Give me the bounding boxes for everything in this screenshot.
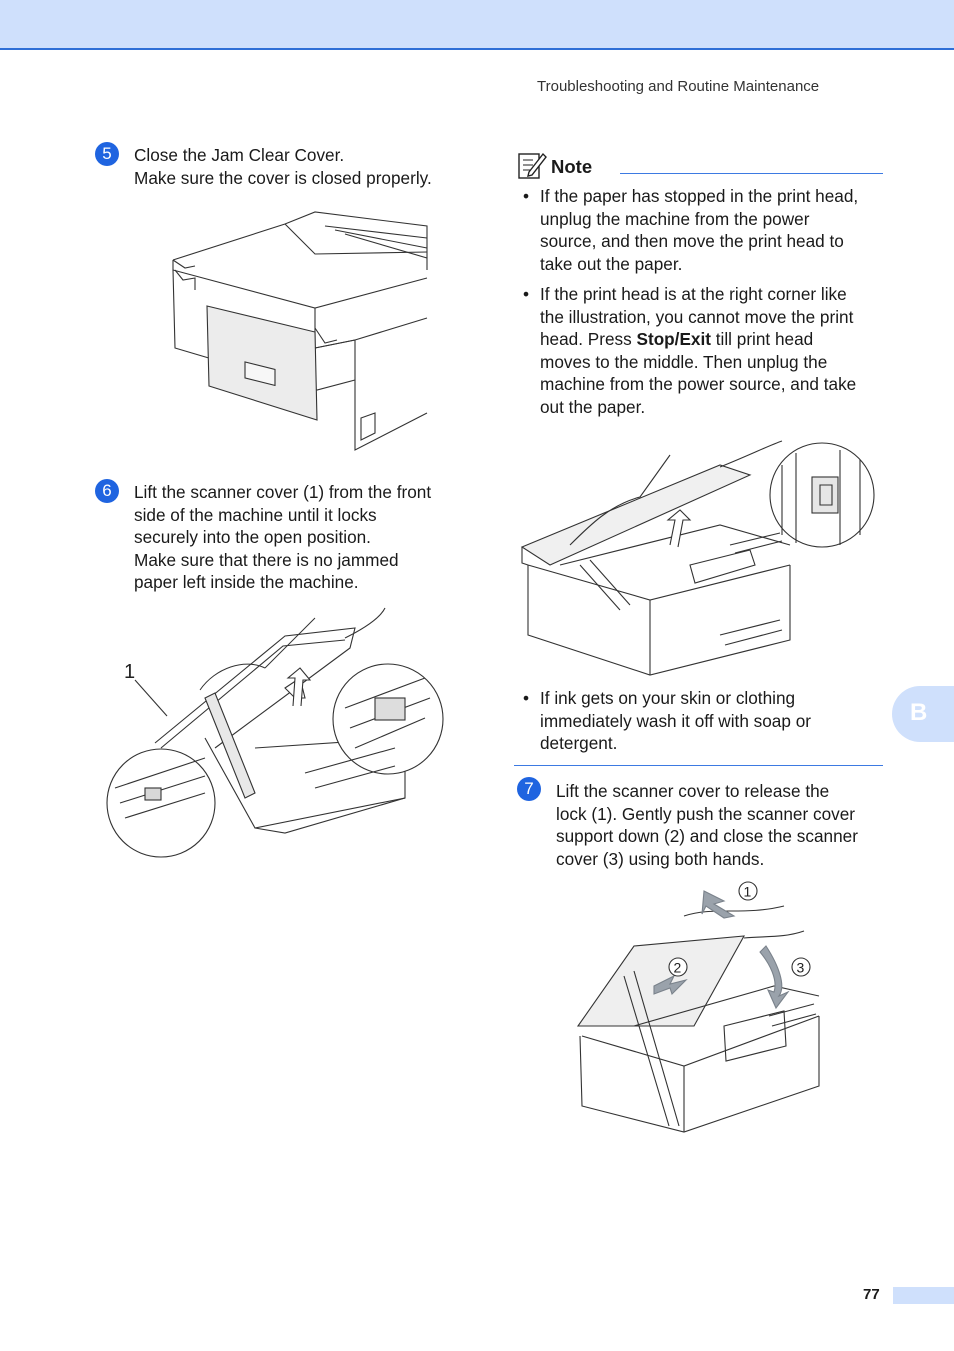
step-7-text: Lift the scanner cover to release the lo…: [556, 780, 858, 870]
step-5-line: Make sure the cover is closed properly.: [134, 167, 432, 188]
step-6-line: securely into the open position.: [134, 527, 371, 548]
bullet-line: immediately wash it off with soap or: [540, 710, 811, 731]
step-7-line: support down (2) and close the scanner: [556, 826, 858, 847]
running-header: Troubleshooting and Routine Maintenance: [537, 78, 820, 95]
note-title-rule: [620, 173, 883, 174]
step-6-text: Lift the scanner cover (1) from the fron…: [134, 481, 431, 594]
bullet-line: out the paper.: [540, 396, 646, 417]
bullet-line: moves to the middle. Then unplug the: [540, 351, 828, 372]
step-5-line: Close the Jam Clear Cover.: [134, 145, 345, 165]
step-6-line: Make sure that there is no jammed: [134, 549, 399, 570]
bullet-line: If the print head is at the right corner…: [540, 284, 847, 304]
step-6-line: paper left inside the machine.: [134, 572, 359, 593]
lift-scanner-cover-illustration: 1: [106, 607, 444, 858]
callout-1: 1: [124, 661, 135, 683]
bullet-line: head. Press Stop/Exit till print head: [540, 328, 856, 351]
bullet-line: If ink gets on your skin or clothing: [540, 688, 796, 708]
top-header-band: [0, 0, 954, 50]
page-number-bar: [893, 1287, 954, 1304]
chapter-side-tab-label: B: [910, 699, 928, 726]
close-scanner-cover-illustration: 1 2 3: [576, 881, 820, 1133]
bullet-glyph: •: [523, 186, 530, 206]
step-6-line: side of the machine until it locks: [134, 504, 377, 525]
note-header: Note: [517, 150, 883, 180]
bullet-glyph: •: [523, 284, 530, 304]
bullet-line: If the paper has stopped in the print he…: [540, 186, 859, 206]
stop-exit-key-label: Stop/Exit: [636, 329, 711, 350]
step-5-badge: 5: [95, 142, 119, 166]
step-6-badge: 6: [95, 479, 119, 503]
jam-clear-cover-illustration: [172, 211, 428, 451]
bullet-line: take out the paper.: [540, 253, 683, 274]
bullet-line: machine from the power source, and take: [540, 374, 857, 395]
note-bullet-1: • If the paper has stopped in the print …: [523, 185, 859, 275]
bullet-glyph: •: [523, 688, 530, 708]
page-number: 77: [863, 1286, 880, 1303]
step-7-line: cover (3) using both hands.: [556, 848, 765, 869]
bullet-text: till print head: [710, 329, 814, 350]
bullet-line: unplug the machine from the power: [540, 208, 810, 229]
step-7-line: Lift the scanner cover to release the: [556, 781, 830, 801]
note-bottom-rule: [514, 765, 883, 766]
note-bullet-3: • If ink gets on your skin or clothing i…: [523, 687, 811, 755]
note-title: Note: [551, 156, 593, 177]
chapter-side-tab: B: [892, 686, 954, 742]
callout-2: 2: [674, 960, 682, 976]
step-7-line: lock (1). Gently push the scanner cover: [556, 803, 856, 824]
bullet-line: source, and then move the print head to: [540, 231, 844, 252]
callout-1: 1: [744, 884, 752, 900]
print-head-corner-illustration: [520, 440, 875, 676]
step-7-badge: 7: [517, 777, 541, 801]
step-6-line: Lift the scanner cover (1) from the fron…: [134, 482, 432, 502]
note-pencil-icon: [518, 152, 547, 179]
bullet-line: the illustration, you cannot move the pr…: [540, 306, 854, 327]
bullet-text: head. Press: [540, 329, 637, 350]
callout-3: 3: [797, 960, 805, 976]
note-bullet-2: • If the print head is at the right corn…: [523, 283, 857, 419]
step-5-text: Close the Jam Clear Cover. Make sure the…: [134, 144, 432, 189]
bullet-line: detergent.: [540, 733, 618, 754]
